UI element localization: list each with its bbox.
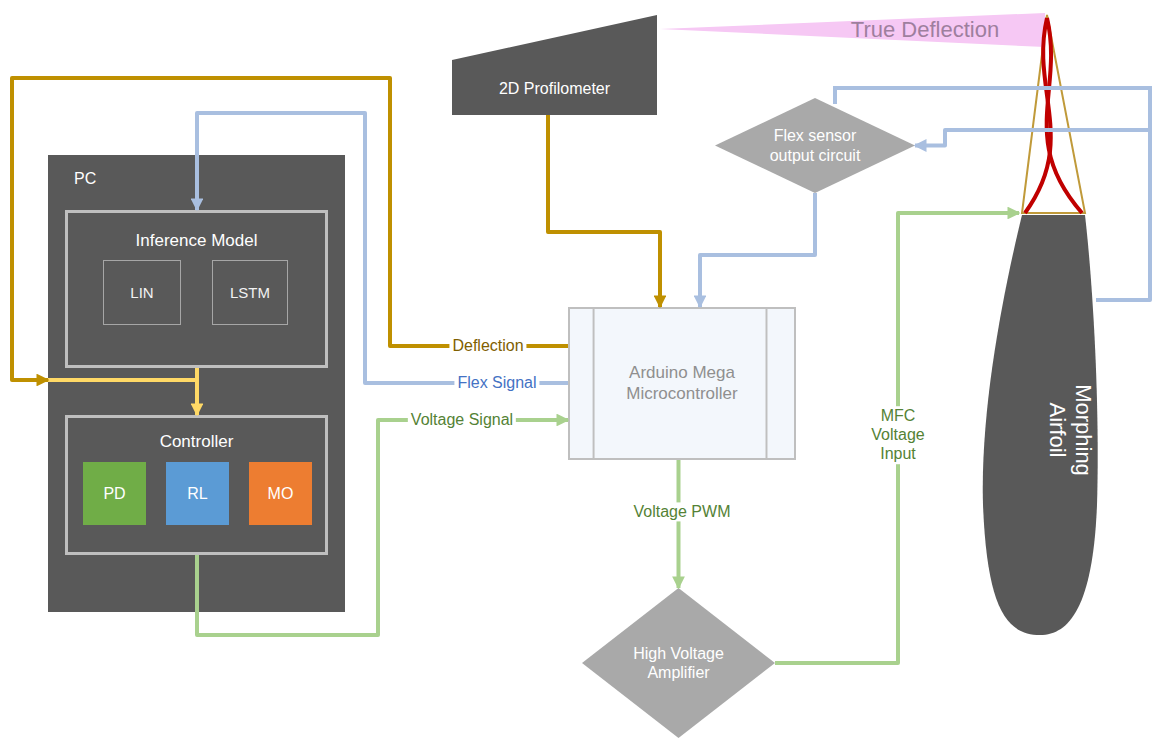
node-text: LSTM xyxy=(230,284,270,302)
diamond-shape xyxy=(715,98,915,193)
model-box: LIN xyxy=(103,260,181,325)
profilometer-block-outline xyxy=(452,15,657,115)
circuit-diamond: Flex sensor output circuit xyxy=(715,98,915,193)
signal-label: Voltage Signal xyxy=(408,410,516,429)
node-text: High Voltage Amplifier xyxy=(624,644,734,682)
node-text: Arduino Mega Microcontroller xyxy=(607,363,757,404)
node-text: PC xyxy=(74,169,96,188)
profilometer-shape xyxy=(452,15,657,115)
signal-connector xyxy=(775,213,1019,663)
node-text: PD xyxy=(103,484,125,503)
node-text: 2D Profilometer xyxy=(499,79,610,98)
node-text: Flex sensor output circuit xyxy=(759,126,871,164)
airfoil-body xyxy=(983,215,1098,635)
model-group: LIN LSTM Inference Model xyxy=(65,210,328,368)
node-text: LIN xyxy=(130,284,153,302)
signal-label: Flex Signal xyxy=(454,373,539,392)
node-text: MO xyxy=(268,484,294,503)
amplifier-diamond-outline xyxy=(582,588,775,738)
deflection-triangle xyxy=(1022,15,1085,213)
signal-connector xyxy=(677,460,681,588)
flap-curve xyxy=(1047,18,1082,213)
deflection-wedge xyxy=(660,13,1045,47)
board-edge-line xyxy=(766,309,768,458)
signal-connector xyxy=(548,115,660,307)
profilometer-block: 2D Profilometer xyxy=(452,15,657,115)
board-edge-line xyxy=(593,309,595,458)
node-text: RL xyxy=(187,484,207,503)
controller-box: PD xyxy=(83,462,146,525)
controller-box: RL xyxy=(166,462,229,525)
node-text: Controller xyxy=(160,432,234,452)
signal-connector xyxy=(12,78,568,380)
model-box: LSTM xyxy=(212,260,288,325)
node-text: Morphing Airfoil xyxy=(1044,375,1097,485)
microcontroller-box: Arduino Mega Microcontroller xyxy=(568,307,796,460)
node-text: Inference Model xyxy=(136,231,258,251)
flex-sensor-wire xyxy=(835,88,1150,130)
deflection-feed-line xyxy=(48,378,197,382)
controller-group: PD RL MO Controller xyxy=(65,415,328,555)
circuit-diamond-outline xyxy=(715,98,915,193)
controller-box: MO xyxy=(249,462,312,525)
amplifier-diamond: High Voltage Amplifier xyxy=(582,588,775,738)
measurement-label: True Deflection xyxy=(851,17,999,43)
signal-connector xyxy=(915,130,1150,300)
signal-label: Deflection xyxy=(449,336,526,355)
signal-label: Voltage PWM xyxy=(631,502,734,521)
signal-connector xyxy=(197,420,568,635)
airfoil-shape: Morphing Airfoil xyxy=(975,205,1105,635)
signal-connector xyxy=(700,193,815,307)
signal-label: MFC Voltage Input xyxy=(864,406,932,464)
diamond-shape xyxy=(582,588,775,738)
signal-connector xyxy=(195,368,199,415)
signal-connector xyxy=(197,113,568,383)
